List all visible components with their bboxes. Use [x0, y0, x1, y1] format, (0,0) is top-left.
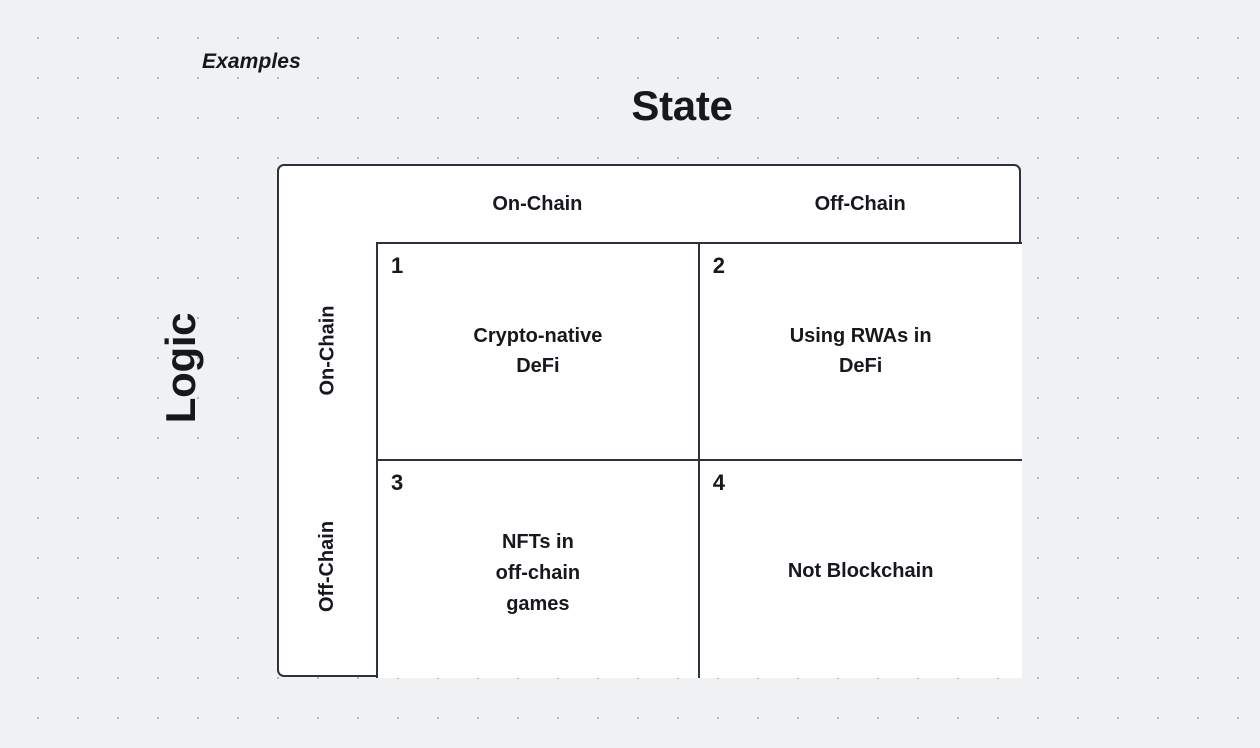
quadrant-2[interactable]: 2 Using RWAs in DeFi — [699, 244, 1022, 461]
examples-caption: Examples — [202, 50, 301, 73]
quadrant-2-number: 2 — [712, 253, 725, 278]
column-header-on-chain: On-Chain — [492, 192, 583, 215]
quadrant-1-text: Crypto-native DeFi — [473, 324, 603, 378]
row-header-on-chain: On-Chain — [279, 242, 376, 459]
quadrant-4[interactable]: 4 Not Blockchain — [699, 460, 1022, 678]
row-header-off-chain: Off-Chain — [279, 459, 376, 676]
row-header-on-chain-label: On-Chain — [316, 305, 338, 396]
quadrant-2-text: Using RWAs in DeFi — [789, 324, 932, 378]
quadrant-1-number: 1 — [391, 253, 404, 278]
row-header-column: On-Chain Off-Chain — [279, 242, 376, 675]
quadrant-4-number: 4 — [712, 469, 725, 495]
row-header-off-chain-label: Off-Chain — [316, 521, 338, 613]
quadrant-1[interactable]: 1 Crypto-native DeFi — [378, 244, 700, 461]
quadrant-3-number: 3 — [391, 469, 404, 495]
quadrant-grid: 1 Crypto-native DeFi 2 Using RWAs in DeF… — [376, 242, 1022, 678]
quadrant-3[interactable]: 3 NFTs in off-chain games — [378, 460, 700, 678]
matrix-container: On-Chain Off-Chain On-Chain Off-Chain 1 … — [277, 164, 1022, 678]
logic-axis-title: Logic — [157, 312, 204, 424]
column-header-row: On-Chain Off-Chain — [376, 166, 1022, 242]
state-axis-title: State — [631, 82, 733, 129]
quadrant-4-text: Not Blockchain — [787, 559, 934, 582]
column-header-off-chain: Off-Chain — [814, 192, 906, 215]
quadrant-3-text: NFTs in off-chain games — [495, 530, 581, 615]
